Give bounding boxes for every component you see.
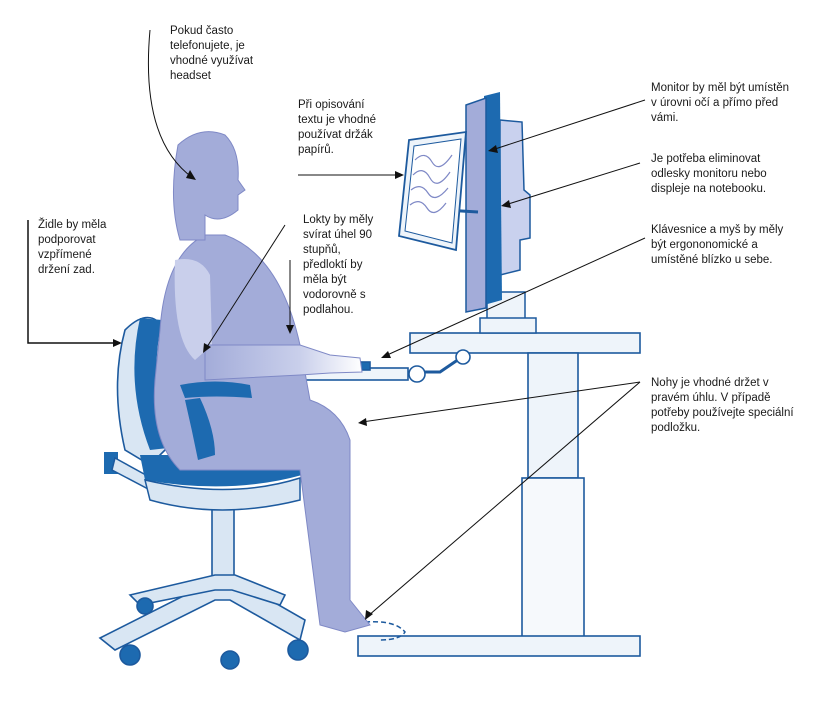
annotation-elbows: Lokty by měly svírat úhel 90 stupňů, pře…	[303, 214, 374, 316]
annotation-legs: Nohy je vhodné držet v pravém úhlu. V př…	[651, 377, 794, 434]
desk	[357, 332, 641, 657]
callout-arrows	[27, 29, 646, 617]
person	[153, 131, 371, 633]
annotation-keyboard-mouse: Klávesnice a myš by měly být ergononomic…	[651, 224, 784, 266]
footrest	[364, 620, 406, 641]
arrowheads	[113, 145, 511, 620]
annotation-headset: Pokud často telefonujete, je vhodné využ…	[170, 25, 254, 82]
annotation-glare: Je potřeba eliminovat odlesky monitoru n…	[651, 153, 767, 195]
annotation-paper-holder: Při opisování textu je vhodné používat d…	[298, 99, 377, 156]
paper-holder	[398, 130, 479, 252]
monitor	[465, 92, 537, 334]
annotation-chair: Židle by měla podporovat vzpřímené držen…	[38, 219, 107, 276]
chair-base	[98, 499, 309, 670]
annotation-monitor-position: Monitor by měl být umístěn v úrovni očí …	[651, 82, 790, 124]
